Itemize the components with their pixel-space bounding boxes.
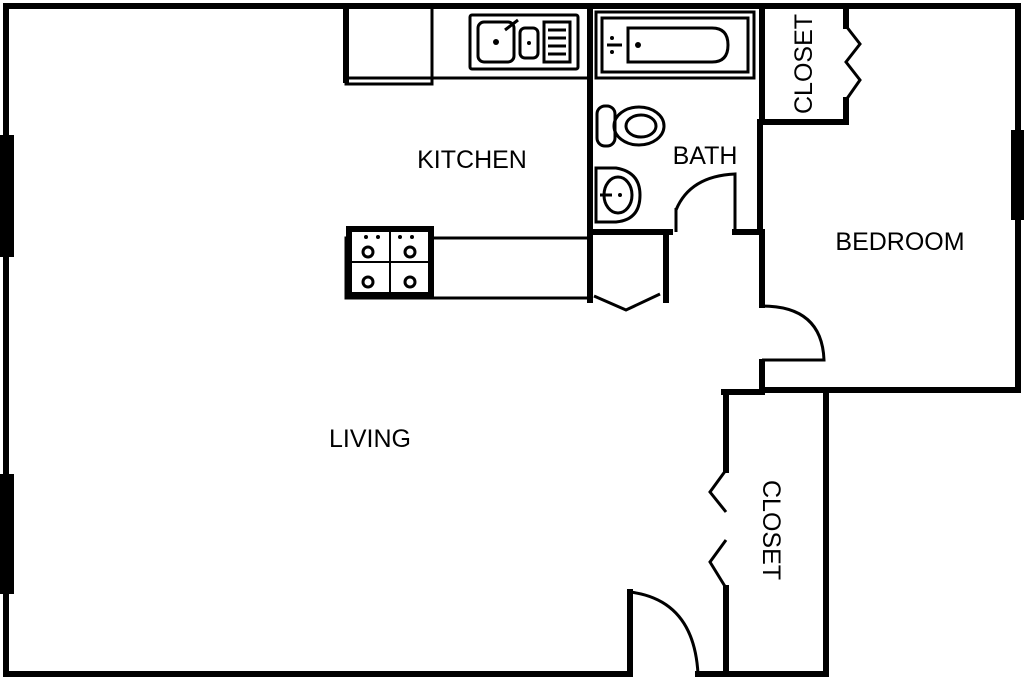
upper-counter [344, 4, 592, 80]
stove [346, 226, 434, 298]
bathtub-outline [594, 10, 756, 80]
sink-drain-large [493, 39, 499, 45]
label-living: LIVING [329, 425, 411, 453]
bathtub-drain [635, 42, 641, 48]
window-right [1011, 130, 1024, 220]
bathtub-knob [610, 50, 614, 54]
toilet-tank [595, 104, 617, 148]
sink-faucet [504, 18, 519, 32]
stove-knob [364, 235, 368, 239]
linen-closet-door[interactable] [593, 292, 661, 312]
stove-knob [376, 235, 380, 239]
bathtub [594, 10, 756, 80]
exterior-walls [3, 3, 1021, 677]
room-labels: KITCHEN BATH BEDROOM LIVING CLOSET CLOSE… [329, 14, 965, 580]
label-closet-bottom: CLOSET [757, 480, 785, 580]
burner [403, 245, 417, 259]
label-closet-top: CLOSET [790, 14, 818, 114]
stove-knob [410, 235, 414, 239]
interior-walls [587, 3, 849, 677]
bath-door-swing[interactable] [674, 172, 737, 232]
window-left-upper [0, 135, 14, 257]
toilet-seat [624, 113, 658, 139]
bath-sink-drain [618, 193, 622, 197]
sink-basin-small [518, 26, 540, 60]
bedroom-door-swing[interactable] [761, 304, 826, 362]
entry-door-swing [629, 590, 700, 675]
bathtub-rim [600, 16, 750, 74]
burner [361, 245, 375, 259]
label-bath: BATH [673, 142, 738, 170]
bath-sink [594, 166, 642, 224]
label-bedroom: BEDROOM [835, 228, 964, 256]
label-kitchen: KITCHEN [417, 146, 527, 174]
toilet-bowl [612, 105, 666, 147]
window-left-lower [0, 474, 14, 594]
bath-sink-outline [594, 166, 642, 224]
upper-counter-cabinet [344, 4, 434, 86]
doors [593, 25, 862, 677]
sink-outline [468, 13, 580, 71]
toilet [595, 104, 666, 148]
sink-drain-small [527, 41, 531, 45]
top-closet-bifold-door[interactable] [844, 25, 862, 101]
windows [0, 130, 1024, 594]
bathtub-basin [626, 26, 730, 64]
burner [403, 275, 417, 289]
sink-basin-large [476, 20, 516, 64]
lower-closet-bifold-door[interactable] [708, 469, 728, 513]
bathtub-knob [610, 36, 614, 40]
burner [361, 275, 375, 289]
drainboard [542, 20, 572, 64]
lower-closet-bifold-door[interactable] [708, 539, 728, 589]
kitchen-sink [468, 13, 580, 71]
stove-knob [398, 235, 402, 239]
